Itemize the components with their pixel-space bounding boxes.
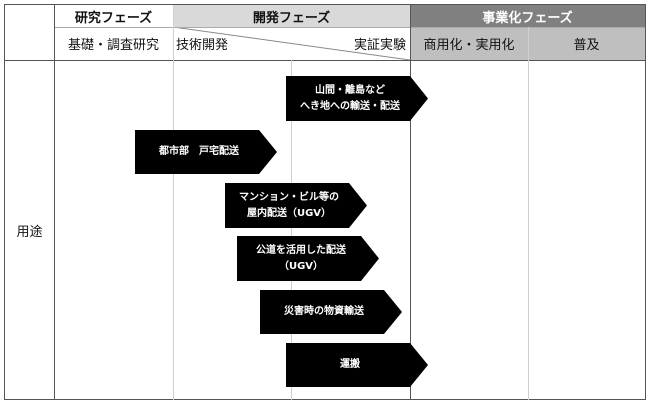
body-top-line <box>5 60 645 61</box>
arrow-urban-home-delivery: 都市部 戸宅配送 <box>135 130 277 174</box>
stage-demo: 実証実験 <box>300 27 406 60</box>
grid-line-dev-mid <box>291 60 292 400</box>
arrow-remote-delivery: 山間・離島など へき地への輸送・配送 <box>286 76 428 121</box>
phase-commercial-label: 事業化フェーズ <box>482 10 573 26</box>
arrow-remote-delivery-label: 山間・離島など へき地への輸送・配送 <box>300 85 400 112</box>
stage-tech-dev: 技術開発 <box>176 27 286 60</box>
arrow-carrying-label: 運搬 <box>340 359 360 371</box>
grid-line-dev-commercial <box>410 5 411 400</box>
arrow-carrying: 運搬 <box>286 343 428 387</box>
stage-commercialization-label: 商用化・実用化 <box>423 38 515 53</box>
arrow-indoor-delivery: マンション・ビル等の 屋内配送（UGV） <box>225 183 367 228</box>
arrow-urban-home-delivery-label: 都市部 戸宅配送 <box>159 146 239 158</box>
phase-commercial: 事業化フェーズ <box>410 5 645 27</box>
phase-research: 研究フェーズ <box>54 5 173 27</box>
stage-tech-dev-label: 技術開発 <box>176 38 229 53</box>
stage-demo-label: 実証実験 <box>353 38 406 53</box>
row-label-usage-text: 用途 <box>16 224 43 240</box>
commercial-header-bg <box>410 5 645 27</box>
header-divider-line <box>54 27 645 28</box>
arrow-disaster-transport: 災害時の物資輸送 <box>260 290 402 334</box>
arrow-indoor-delivery-label: マンション・ビル等の 屋内配送（UGV） <box>239 192 339 219</box>
commercial-subheader-bg <box>410 27 645 60</box>
grid-line-research-dev <box>173 5 174 400</box>
development-header-bg <box>173 5 410 27</box>
phase-development-label: 開発フェーズ <box>252 10 331 26</box>
grid-line-commercial-mid <box>528 27 529 400</box>
stage-diffusion-label: 普及 <box>573 38 600 53</box>
arrow-public-road-delivery-label: 公道を活用した配送 （UGV） <box>256 245 346 272</box>
stage-basic-research: 基礎・調査研究 <box>54 27 173 60</box>
row-label-usage: 用途 <box>5 60 54 400</box>
stage-diffusion: 普及 <box>528 27 645 60</box>
arrow-disaster-transport-label: 災害時の物資輸送 <box>284 306 364 318</box>
development-diagonal-line <box>173 27 410 60</box>
label-column-divider <box>54 5 55 400</box>
phase-development: 開発フェーズ <box>173 5 410 27</box>
arrow-public-road-delivery: 公道を活用した配送 （UGV） <box>237 236 379 281</box>
phase-research-label: 研究フェーズ <box>74 10 153 26</box>
stage-basic-research-label: 基礎・調査研究 <box>67 38 159 53</box>
outer-border <box>4 4 646 400</box>
stage-commercialization: 商用化・実用化 <box>410 27 528 60</box>
